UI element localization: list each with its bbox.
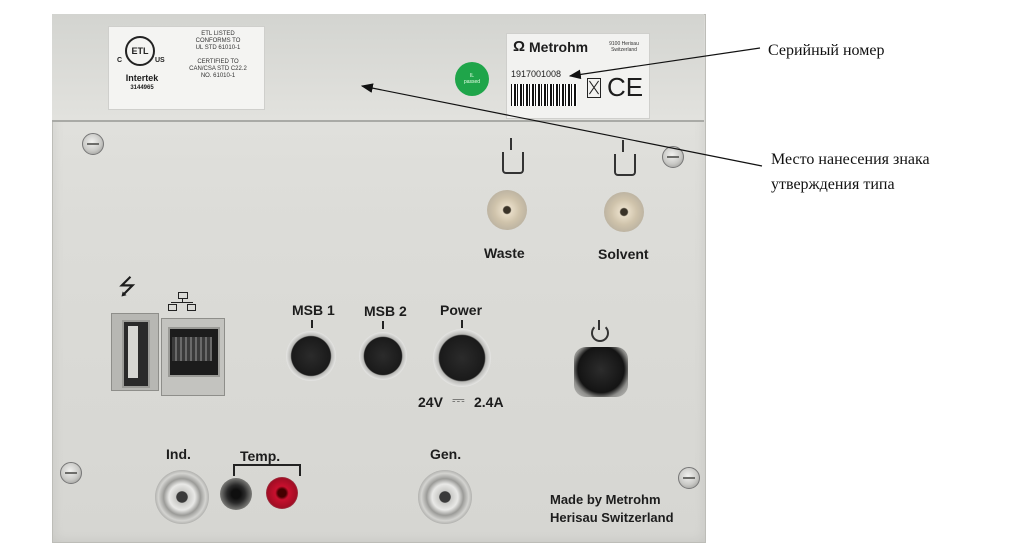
ethernet-port[interactable] [161, 318, 225, 396]
weee-bin-icon [587, 78, 601, 98]
msb2-port[interactable] [359, 332, 407, 380]
etl-us-mark: US [155, 57, 165, 64]
ind-bnc-port[interactable] [155, 470, 209, 524]
screw [82, 133, 104, 155]
temp-label: Temp. [240, 448, 281, 464]
etl-line: CERTIFIED TO [197, 59, 239, 65]
power-rating-current: 2.4A [474, 394, 504, 410]
power-button[interactable] [574, 347, 628, 397]
nameplate-brand: Metrohm [529, 39, 589, 55]
metrohm-logo-icon: Ω [513, 38, 526, 55]
power-rating-voltage: 24V [418, 394, 443, 410]
barcode [511, 84, 577, 106]
power-port[interactable] [433, 329, 491, 387]
ce-mark: CE [607, 72, 644, 102]
ind-label: Ind. [166, 446, 191, 462]
solvent-icon [612, 140, 636, 178]
msb1-label: MSB 1 [292, 302, 335, 318]
etl-line: CAN/CSA STD C22.2 [189, 66, 247, 72]
etl-company: Intertek [125, 73, 159, 83]
etl-number: 3144965 [130, 85, 154, 91]
temp-bracket [233, 464, 301, 476]
temp-jack-black[interactable] [220, 478, 252, 510]
nameplate-serial: 1917001008 [511, 69, 562, 79]
nameplate: Ω Metrohm 9100 Herisau Switzerland 19170… [506, 33, 650, 119]
annotation-type-approval-line2: утверждения типа [771, 176, 895, 193]
annotation-type-approval-line1: Место нанесения знака [771, 151, 930, 168]
temp-jack-red[interactable] [266, 477, 298, 509]
msb1-tick [311, 320, 313, 328]
dc-symbol-icon: ⎓ [452, 392, 465, 409]
etl-line: CONFORMS TO [195, 38, 241, 44]
usb-icon: ⭍ [118, 274, 137, 299]
power-symbol-line [598, 320, 600, 330]
gen-bnc-port[interactable] [418, 470, 472, 524]
msb2-tick [382, 321, 384, 329]
serial-arrow [568, 47, 761, 80]
etl-logo: ETL [125, 36, 155, 66]
etl-line: UL STD 61010-1 [195, 45, 241, 51]
power-tick [461, 320, 463, 328]
nameplate-address: 9100 Herisau Switzerland [609, 41, 639, 53]
solvent-label: Solvent [598, 246, 649, 262]
footer-line1: Made by Metrohm [550, 492, 661, 507]
annotation-serial-number: Серийный номер [768, 42, 885, 59]
screw [678, 467, 700, 489]
type-approval-arrow [360, 83, 763, 167]
power-symbol-icon [591, 324, 609, 342]
screw [60, 462, 82, 484]
green-sticker: IL passed [455, 62, 489, 96]
waste-label: Waste [484, 245, 525, 261]
footer-line2: Herisau Switzerland [550, 510, 674, 525]
etl-text-block: ETL LISTED CONFORMS TO UL STD 61010-1 CE… [175, 31, 261, 80]
network-icon [168, 292, 196, 311]
msb2-label: MSB 2 [364, 303, 407, 319]
etl-line: ETL LISTED [201, 31, 235, 37]
etl-sticker: ETL C US Intertek 3144965 ETL LISTED CON… [108, 26, 265, 110]
solvent-port[interactable] [604, 192, 644, 232]
etl-c-mark: C [117, 57, 123, 64]
msb1-port[interactable] [286, 331, 336, 381]
power-label: Power [440, 302, 483, 318]
etl-line: NO. 61010-1 [200, 73, 236, 79]
screw [662, 146, 684, 168]
gen-label: Gen. [430, 446, 462, 462]
usb-port[interactable] [111, 313, 159, 391]
waste-icon [500, 138, 524, 176]
waste-port[interactable] [487, 190, 527, 230]
